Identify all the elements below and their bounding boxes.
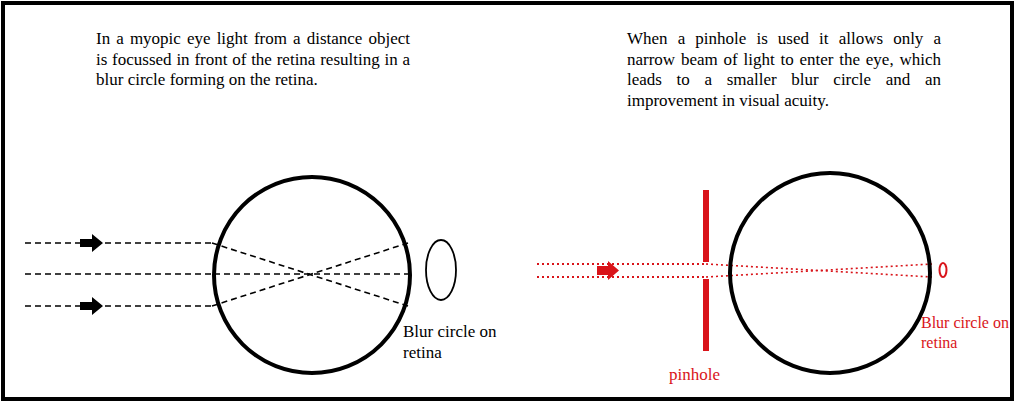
light-ray bbox=[25, 273, 214, 275]
blur-circle bbox=[940, 263, 947, 277]
label-holder: Blur circle on retina bbox=[403, 321, 499, 363]
ray-arrow bbox=[80, 297, 103, 315]
eyeball bbox=[214, 177, 410, 373]
label-holder: Blur circle on retina bbox=[921, 313, 1011, 353]
ray-arrow bbox=[80, 234, 103, 252]
pinhole-eye bbox=[537, 173, 947, 373]
light-ray bbox=[25, 242, 212, 244]
caption-text: In a myopic eye light from a distance ob… bbox=[96, 29, 410, 91]
light-ray bbox=[25, 305, 212, 307]
label-holder: pinhole bbox=[669, 364, 749, 385]
part-label: Blur circle on retina bbox=[921, 313, 1011, 353]
pinhole-screen bbox=[703, 190, 709, 262]
part-label: Blur circle on retina bbox=[403, 321, 499, 363]
eyeball bbox=[730, 173, 930, 373]
ray-arrow bbox=[597, 261, 619, 280]
pinhole-screen bbox=[703, 279, 709, 351]
refracted-ray bbox=[706, 264, 932, 277]
label-holder: In a myopic eye light from a distance ob… bbox=[96, 29, 410, 91]
light-ray bbox=[537, 276, 706, 278]
myopic-eye bbox=[25, 177, 456, 373]
part-label: pinhole bbox=[669, 364, 749, 385]
blur-circle bbox=[426, 240, 456, 300]
refracted-ray bbox=[706, 264, 932, 277]
light-ray bbox=[537, 263, 706, 265]
caption-text: When a pinhole is used it allows only a … bbox=[627, 29, 941, 111]
refracted-ray bbox=[214, 273, 410, 275]
frame-border bbox=[3, 3, 1012, 399]
label-holder: When a pinhole is used it allows only a … bbox=[627, 29, 941, 111]
